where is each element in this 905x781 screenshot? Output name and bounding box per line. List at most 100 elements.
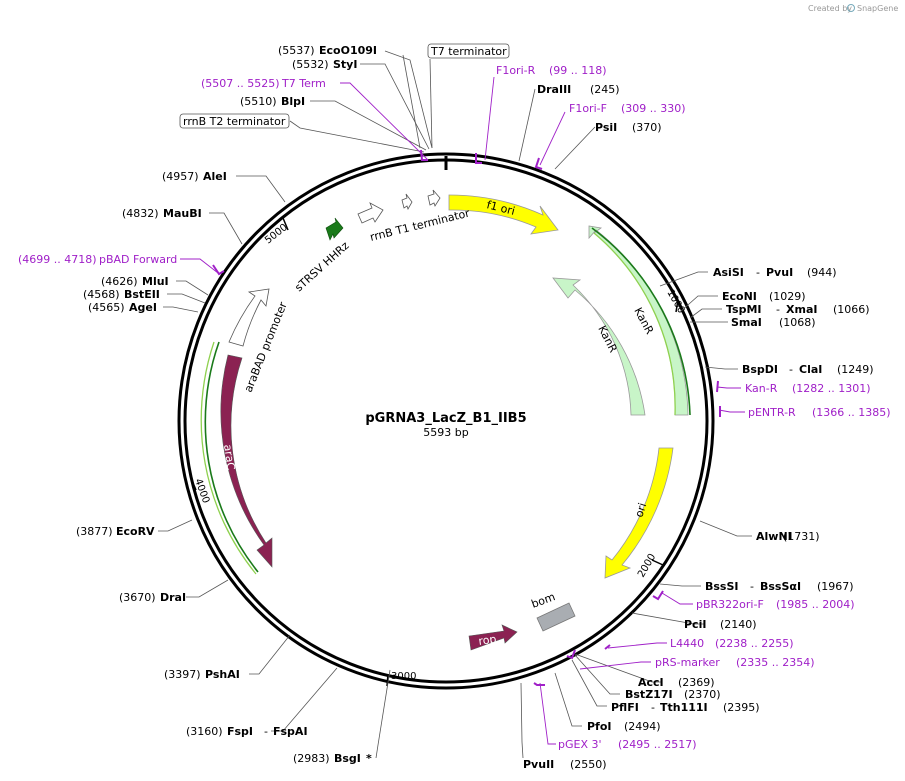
primer-name-kan-r: Kan-R xyxy=(745,382,778,395)
enzyme-psii[interactable]: PsiI (370) xyxy=(595,121,662,134)
primer-range-f1ori-f: (309 .. 330) xyxy=(621,102,686,115)
feature-ori[interactable] xyxy=(604,447,674,579)
callout-box-rrnb-t2 xyxy=(179,113,290,129)
enzyme-bsgi[interactable]: (2983) BsgI * xyxy=(293,752,372,765)
primer-marks xyxy=(212,149,721,686)
primer-f1ori-f[interactable]: F1ori-F (309 .. 330) xyxy=(569,102,686,115)
enzyme-name-econi: EcoNI xyxy=(722,290,757,303)
callout-t7-terminator[interactable]: T7 terminator xyxy=(427,43,510,59)
enzyme-pfoi[interactable]: PfoI (2494) xyxy=(587,720,661,733)
enzyme-smai[interactable]: SmaI (1068) xyxy=(731,316,816,329)
enzyme-fspi[interactable]: (3160) FspI - FspAI xyxy=(186,725,308,738)
primer-pgex3[interactable]: pGEX 3' (2495 .. 2517) xyxy=(558,738,697,751)
primer-range-pbr322: (1985 .. 2004) xyxy=(776,598,855,611)
enzyme-asisi[interactable]: AsiSI - PvuI (944) xyxy=(713,266,837,279)
primer-pentr-r[interactable]: pENTR-R (1366 .. 1385) xyxy=(748,406,891,419)
tick-2000 xyxy=(651,559,664,566)
enzyme-ecorv[interactable]: (3877) EcoRV xyxy=(76,525,155,538)
primer-l4440[interactable]: L4440 (2238 .. 2255) xyxy=(670,637,794,650)
primer-prs-marker[interactable]: pRS-marker (2335 .. 2354) xyxy=(655,656,815,669)
tick-label-3000: 3000 xyxy=(391,671,416,682)
callout-label-rrnb-t2: rrnB T2 terminator xyxy=(183,115,286,128)
primer-leaders xyxy=(180,76,745,745)
enzyme-name-alwni: AlwNI xyxy=(756,530,792,543)
enzyme-bsteii[interactable]: (4568) BstEII xyxy=(83,288,160,301)
enzyme-pos-styi: (5532) xyxy=(292,58,329,71)
enzyme-pos-pcii: (2140) xyxy=(720,618,757,631)
enzyme-bsssi[interactable]: BssSI - BssSαI (1967) xyxy=(705,580,854,593)
enzyme-sep-bspdi: - xyxy=(789,363,793,376)
enzyme-name-bsgi: BsgI xyxy=(334,752,361,765)
primer-t7-term[interactable]: (5507 .. 5525) T7 Term xyxy=(201,77,326,90)
enzyme-name-pvuii: PvuII xyxy=(523,758,554,771)
enzyme-bspdi[interactable]: BspDI - ClaI (1249) xyxy=(742,363,874,376)
enzyme-pos-econi: (1029) xyxy=(769,290,806,303)
enzyme-econi[interactable]: EcoNI (1029) xyxy=(722,290,806,303)
feature-arabad-promoter[interactable] xyxy=(228,288,270,347)
feature-kanr-inner[interactable] xyxy=(552,277,646,416)
enzyme-pcii[interactable]: PciI (2140) xyxy=(684,618,757,631)
feature-label-strsv-hhrz: sTRSV HHRz xyxy=(292,239,351,294)
enzyme-mlui[interactable]: (4626) MluI xyxy=(101,275,169,288)
enzyme-name-bsssi: BssSI xyxy=(705,580,739,593)
enzyme-name-acci: AccI xyxy=(638,676,664,689)
enzyme-bstz17i[interactable]: BstZ17I (2370) xyxy=(625,688,721,701)
enzyme-maubi[interactable]: (4832) MauBI xyxy=(122,207,202,220)
enzyme-name2-fspi: FspAI xyxy=(273,725,308,738)
primer-kan-r[interactable]: Kan-R (1282 .. 1301) xyxy=(745,382,871,395)
enzyme-pvuii[interactable]: PvuII (2550) xyxy=(523,758,607,771)
enzyme-styi[interactable]: (5532) StyI xyxy=(292,58,357,71)
enzyme-name-bsteii: BstEII xyxy=(124,288,160,301)
primer-range-l4440: (2238 .. 2255) xyxy=(715,637,794,650)
primer-f1ori-r[interactable]: F1ori-R (99 .. 118) xyxy=(496,64,607,77)
enzyme-pos-bstz17i: (2370) xyxy=(684,688,721,701)
enzyme-draiii[interactable]: DraIII (245) xyxy=(537,83,620,96)
feature-rrnb-t1-terminator[interactable] xyxy=(357,202,384,224)
primer-name-pbad: pBAD Forward xyxy=(99,253,177,266)
enzyme-pflfi[interactable]: PflFI - Tth111I (2395) xyxy=(611,701,760,714)
enzyme-name-styi: StyI xyxy=(333,58,357,71)
credit-text: Created by xyxy=(808,4,852,13)
enzyme-alwni[interactable]: AlwNI (1731) xyxy=(756,530,820,543)
enzyme-acci[interactable]: AccI (2369) xyxy=(638,676,715,689)
primer-range-t7-term: (5507 .. 5525) xyxy=(201,77,280,90)
enzyme-drai[interactable]: (3670) DraI xyxy=(119,591,186,604)
enzyme-tspmi[interactable]: TspMI - XmaI (1066) xyxy=(726,303,870,316)
enzyme-pos-pflfi: (2395) xyxy=(723,701,760,714)
enzyme-pos-pvuii: (2550) xyxy=(570,758,607,771)
feature-rop[interactable] xyxy=(468,624,518,651)
enzyme-pos-asisi: (944) xyxy=(807,266,837,279)
feature-strsv-hhrz[interactable] xyxy=(325,217,344,241)
enzyme-agei[interactable]: (4565) AgeI xyxy=(88,301,157,314)
feature-arac[interactable] xyxy=(220,354,273,568)
enzyme-blpi[interactable]: (5510) BlpI xyxy=(240,95,305,108)
enzyme-pos-pfoi: (2494) xyxy=(624,720,661,733)
feature-label-kanr-outer: KanR xyxy=(631,305,656,336)
enzyme-name-pshai: PshAI xyxy=(205,668,240,681)
enzyme-name2-bspdi: ClaI xyxy=(799,363,822,376)
primer-pbad-forward[interactable]: (4699 .. 4718) pBAD Forward xyxy=(18,253,177,266)
feature-f1-ori[interactable] xyxy=(448,194,559,235)
feature-rrnb-t2-terminator[interactable] xyxy=(401,193,413,210)
primer-range-pgex3: (2495 .. 2517) xyxy=(618,738,697,751)
primer-name-pbr322: pBR322ori-F xyxy=(696,598,764,611)
enzyme-name-agei: AgeI xyxy=(129,301,157,314)
feature-bom[interactable] xyxy=(536,602,576,632)
plasmid-size: 5593 bp xyxy=(423,426,468,439)
leader-lines xyxy=(158,50,752,759)
callout-rrnb-t2[interactable]: rrnB T2 terminator xyxy=(179,113,290,129)
feature-t7-terminator[interactable] xyxy=(427,189,441,207)
snapgene-logo-icon xyxy=(847,4,855,12)
credit-brand: SnapGene xyxy=(857,4,898,13)
enzyme-name-bspdi: BspDI xyxy=(742,363,778,376)
enzyme-sep-pflfi: - xyxy=(651,701,655,714)
enzyme-ecoo109i[interactable]: (5537) EcoO109I xyxy=(278,44,377,57)
enzyme-alei[interactable]: (4957) AleI xyxy=(162,170,227,183)
enzyme-suffix-bsgi: * xyxy=(366,752,372,765)
enzyme-name-tspmi: TspMI xyxy=(726,303,762,316)
tick-label-5000: 5000 xyxy=(263,222,290,246)
enzyme-pos-psii: (370) xyxy=(632,121,662,134)
primer-pbr322ori-f[interactable]: pBR322ori-F (1985 .. 2004) xyxy=(696,598,855,611)
enzyme-pshai[interactable]: (3397) PshAI xyxy=(164,668,240,681)
enzyme-name-mlui: MluI xyxy=(142,275,169,288)
